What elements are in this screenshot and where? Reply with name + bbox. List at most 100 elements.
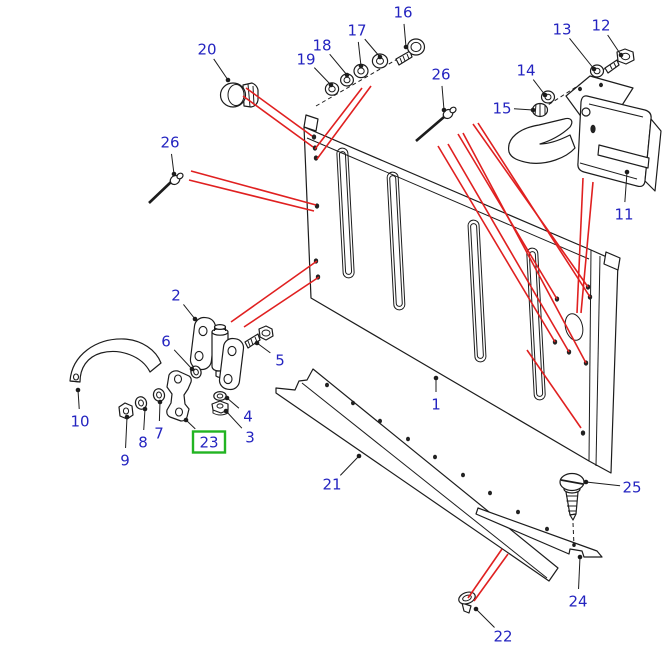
part-label-14[interactable]: 14 bbox=[516, 62, 535, 80]
callout-target-dot bbox=[583, 479, 589, 485]
capping-strip-holes bbox=[325, 382, 549, 532]
part-label-9[interactable]: 9 bbox=[120, 452, 130, 470]
rivet-part-26-mid bbox=[415, 106, 457, 142]
part-label-26[interactable]: 26 bbox=[160, 134, 179, 152]
part-label-22[interactable]: 22 bbox=[493, 628, 512, 646]
callout-target-dot bbox=[192, 316, 198, 322]
panel-flange-crease bbox=[588, 249, 592, 462]
red-locating-line bbox=[526, 349, 582, 429]
callout-target-dot bbox=[530, 107, 536, 113]
part-label-15[interactable]: 15 bbox=[492, 100, 511, 118]
callout-leader bbox=[183, 304, 196, 320]
callout-leader bbox=[173, 349, 193, 370]
washer-part-17b bbox=[371, 53, 389, 69]
latch-mouth bbox=[597, 144, 650, 169]
bush-part-15 bbox=[531, 102, 549, 118]
red-locating-line bbox=[188, 179, 315, 212]
callout-leader bbox=[607, 34, 622, 56]
callout-leader bbox=[213, 58, 229, 81]
callout-leader bbox=[364, 38, 381, 58]
part-label-5[interactable]: 5 bbox=[275, 352, 285, 370]
callout-leader bbox=[475, 608, 495, 628]
part-label-11[interactable]: 11 bbox=[614, 206, 633, 224]
panel-fold-line bbox=[306, 137, 590, 260]
part-label-2[interactable]: 2 bbox=[171, 287, 181, 305]
red-locating-line bbox=[467, 548, 503, 599]
hinge-strap-part-23 bbox=[166, 370, 192, 422]
red-locating-line bbox=[245, 87, 313, 137]
callout-leader bbox=[532, 79, 546, 96]
part-label-19[interactable]: 19 bbox=[296, 51, 315, 69]
callout-target-dot bbox=[225, 77, 231, 83]
callout-leader bbox=[513, 108, 534, 111]
callout-leader bbox=[585, 481, 621, 487]
part-label-20[interactable]: 20 bbox=[197, 41, 216, 59]
callout-target-dot bbox=[328, 82, 334, 88]
red-locating-line bbox=[316, 85, 372, 160]
callout-target-dot bbox=[473, 606, 479, 612]
part-label-1[interactable]: 1 bbox=[431, 396, 441, 414]
part-label-26[interactable]: 26 bbox=[431, 66, 450, 84]
rivet-part-26-left bbox=[148, 172, 184, 204]
panel-top-tab bbox=[303, 114, 319, 132]
part-label-25[interactable]: 25 bbox=[622, 479, 641, 497]
part-label-12[interactable]: 12 bbox=[591, 17, 610, 35]
callout-target-dot bbox=[223, 408, 229, 414]
red-locating-line bbox=[462, 132, 587, 364]
selected-callout-box bbox=[191, 430, 227, 454]
callout-leader bbox=[313, 67, 332, 86]
part-label-16[interactable]: 16 bbox=[393, 4, 412, 22]
part-label-7[interactable]: 7 bbox=[154, 425, 164, 443]
part-label-13[interactable]: 13 bbox=[552, 21, 571, 39]
check-strap-part-10 bbox=[69, 338, 162, 383]
part-label-23[interactable]: 23 bbox=[199, 434, 218, 452]
callout-leader bbox=[77, 389, 80, 410]
callout-target-dot bbox=[157, 399, 163, 405]
callout-leader bbox=[125, 416, 128, 449]
red-locating-line bbox=[447, 143, 570, 353]
part-label-21[interactable]: 21 bbox=[322, 476, 341, 494]
part-label-4[interactable]: 4 bbox=[243, 408, 253, 426]
callout-leader bbox=[624, 171, 628, 203]
part-label-6[interactable]: 6 bbox=[161, 333, 171, 351]
callout-leader bbox=[256, 342, 271, 354]
callout-leader bbox=[403, 23, 407, 48]
callout-leader bbox=[441, 85, 445, 111]
washer-part-4 bbox=[213, 391, 227, 402]
callout-target-dot bbox=[124, 414, 130, 420]
callout-target-dot bbox=[142, 406, 148, 412]
red-locating-line bbox=[580, 181, 594, 314]
callout-target-dot bbox=[577, 554, 583, 560]
callout-target-dot bbox=[377, 54, 383, 60]
callout-target-dot bbox=[224, 395, 230, 401]
capping-strip-part-21 bbox=[275, 368, 559, 582]
clip-part-22 bbox=[458, 591, 476, 614]
part-label-18[interactable]: 18 bbox=[312, 37, 331, 55]
panel-slot bbox=[526, 247, 546, 401]
red-locating-line bbox=[190, 170, 317, 206]
part-label-3[interactable]: 3 bbox=[245, 429, 255, 447]
callout-leader bbox=[226, 397, 240, 409]
hinge-part-2 bbox=[189, 316, 245, 391]
callout-target-dot bbox=[624, 169, 630, 175]
callout-leader bbox=[339, 455, 360, 476]
panel-slot bbox=[386, 171, 406, 311]
part-label-8[interactable]: 8 bbox=[138, 434, 148, 452]
fastener-row-16-19 bbox=[315, 38, 426, 107]
bolt-part-5 bbox=[244, 325, 274, 349]
red-locating-line bbox=[314, 87, 363, 150]
part-label-17[interactable]: 17 bbox=[347, 22, 366, 40]
red-locating-line bbox=[477, 122, 591, 298]
callout-leader bbox=[329, 53, 348, 76]
panel-slot bbox=[467, 219, 487, 363]
nut-part-9 bbox=[118, 402, 134, 420]
callout-target-dot bbox=[75, 387, 81, 393]
part-label-10[interactable]: 10 bbox=[70, 413, 89, 431]
part-label-24[interactable]: 24 bbox=[568, 593, 587, 611]
callout-leader bbox=[143, 408, 146, 431]
callout-target-dot bbox=[254, 340, 260, 346]
callout-leader bbox=[357, 41, 362, 67]
callout-labels: 1234567891011121314151617181920212223242… bbox=[70, 4, 641, 646]
